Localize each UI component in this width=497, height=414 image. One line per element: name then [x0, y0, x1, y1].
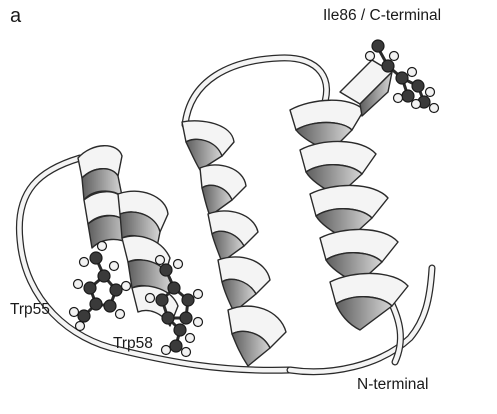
ile86-c-terminal-label: Ile86 / C-terminal: [323, 7, 442, 24]
trp58-label: Trp58: [113, 335, 153, 352]
helix-4: [289, 99, 409, 331]
helix-3: [181, 120, 287, 367]
coil-loops: [15, 54, 436, 376]
panel-label: a: [10, 5, 22, 27]
trp58-sidechain: [144, 254, 204, 358]
trp55-label: Trp55: [10, 301, 50, 318]
c-terminal-strand: [339, 59, 393, 117]
trp55-sidechain: [68, 240, 132, 332]
helix-2: [117, 190, 179, 327]
ile86-sidechain: [364, 39, 440, 114]
n-terminal-label: N-terminal: [357, 376, 429, 393]
